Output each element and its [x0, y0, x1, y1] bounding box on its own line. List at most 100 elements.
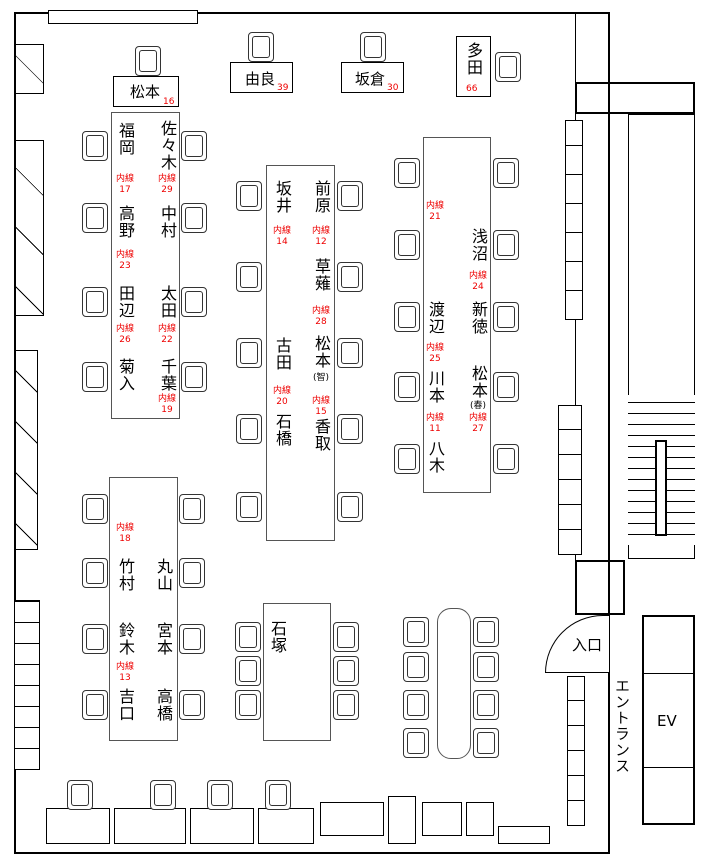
name-label: 川本	[426, 370, 445, 404]
desk-island-1	[111, 112, 180, 419]
name-label: 草薙	[312, 258, 331, 292]
chair	[394, 372, 420, 402]
cabinet	[190, 808, 254, 844]
chair	[333, 656, 359, 686]
chair	[337, 492, 363, 522]
cabinet	[258, 808, 314, 844]
name-label: 前原	[312, 180, 331, 214]
chair	[235, 656, 261, 686]
entrance-hall-label: エントランス	[613, 678, 631, 774]
chair	[473, 617, 499, 647]
cabinet	[114, 808, 186, 844]
name-label: 佐々木	[158, 120, 177, 171]
chair	[82, 203, 108, 233]
chair	[403, 652, 429, 682]
chair	[473, 690, 499, 720]
name-label: 高野	[116, 205, 135, 239]
name-label: 坂井	[273, 180, 292, 214]
handrail	[655, 440, 667, 536]
elevator[interactable]	[642, 673, 695, 768]
chair	[333, 622, 359, 652]
name-label: 新徳	[469, 301, 488, 335]
desk-island-2	[266, 165, 335, 541]
name-label: 松本	[469, 365, 488, 399]
chair	[394, 230, 420, 260]
name-label: 多田	[464, 42, 483, 76]
cabinet	[320, 802, 384, 836]
chair	[236, 181, 262, 211]
name-label: 渡辺	[426, 301, 445, 335]
chair	[360, 32, 386, 62]
window	[14, 44, 44, 94]
chair	[337, 262, 363, 292]
chair	[179, 558, 205, 588]
cabinet	[466, 802, 494, 836]
desk-island-4	[109, 477, 178, 741]
name-label: 古田	[273, 337, 292, 371]
window	[565, 120, 583, 320]
cabinet	[422, 802, 462, 836]
chair	[181, 203, 207, 233]
chair	[236, 338, 262, 368]
cabinet	[46, 808, 110, 844]
chair	[493, 372, 519, 402]
wall-block	[575, 560, 625, 615]
name-label: 松本	[130, 83, 161, 101]
chair	[403, 690, 429, 720]
desk-yura	[230, 62, 293, 93]
desk-island-5	[263, 603, 331, 741]
chair	[207, 780, 233, 810]
chair	[135, 46, 161, 76]
chair	[235, 622, 261, 652]
name-suffix: (智)	[312, 373, 330, 383]
name-label: 高橋	[154, 688, 173, 722]
name-label: 竹村	[116, 558, 135, 592]
chair	[150, 780, 176, 810]
chair	[394, 444, 420, 474]
name-label: 八木	[426, 440, 445, 474]
chair	[248, 32, 274, 62]
chair	[235, 690, 261, 720]
cabinet	[388, 796, 416, 844]
chair	[403, 617, 429, 647]
extension-number: 39	[277, 83, 289, 93]
chair	[179, 494, 205, 524]
chair	[67, 780, 93, 810]
chair	[236, 414, 262, 444]
name-suffix: (春)	[469, 401, 487, 411]
desk-island-3	[423, 137, 491, 493]
name-label: 松本	[312, 335, 331, 369]
name-label: 菊入	[116, 358, 135, 392]
name-label: 丸山	[154, 558, 173, 592]
stairwell	[628, 114, 695, 559]
chair	[337, 338, 363, 368]
wall-block	[575, 82, 695, 114]
elevator-label: EV	[657, 712, 677, 730]
name-label: 田辺	[116, 285, 135, 319]
name-label: 吉口	[116, 688, 135, 722]
chair	[82, 494, 108, 524]
desk-tada	[456, 36, 491, 97]
chair	[179, 690, 205, 720]
chair	[493, 230, 519, 260]
chair	[394, 158, 420, 188]
chair	[82, 624, 108, 654]
chair	[493, 158, 519, 188]
chair	[236, 492, 262, 522]
extension-number: 16	[163, 97, 175, 107]
chair	[403, 728, 429, 758]
chair	[181, 362, 207, 392]
desk-sakakura	[341, 62, 404, 93]
